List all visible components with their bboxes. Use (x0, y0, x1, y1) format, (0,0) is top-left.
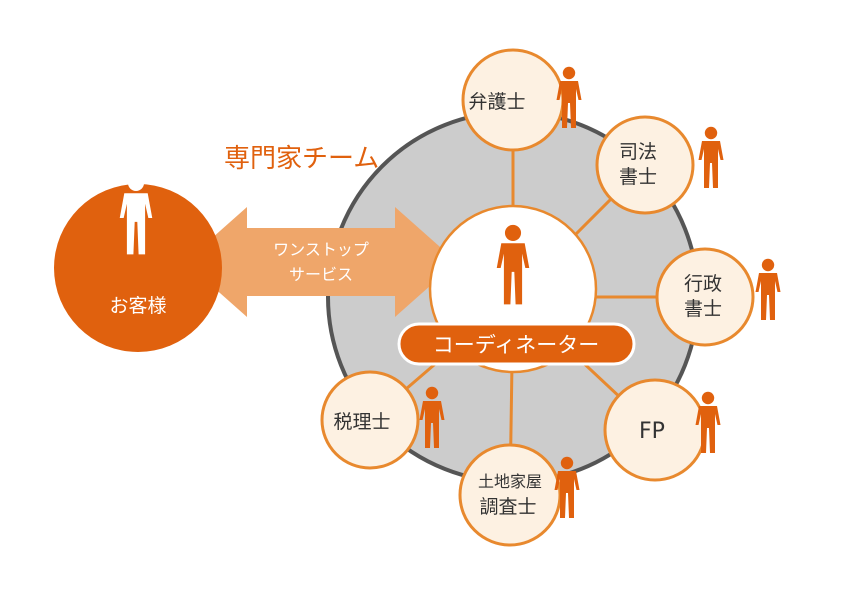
customer-label: お客様 (109, 295, 166, 317)
judicial-scrivener-label-line1: 司法 (619, 141, 657, 163)
judicial-scrivener-label-line2: 書士 (619, 166, 657, 188)
coordinator-label-pill (397, 322, 636, 366)
fp-label: FP (639, 419, 665, 444)
expert-node-lawyer: 弁護士 (461, 48, 582, 152)
lawyer-label: 弁護士 (468, 91, 525, 113)
land-surveyor-label-line1: 土地家屋 (478, 472, 542, 491)
administrative-scrivener-person-icon (755, 258, 781, 320)
expert-node-fp: FP (603, 378, 721, 482)
team-title: 専門家チーム (224, 144, 379, 174)
tax-accountant-label: 税理士 (333, 411, 390, 433)
expert-node-administrative-scrivener: 行政 書士 (655, 247, 781, 347)
service-label-line2: サービス (289, 265, 353, 284)
administrative-scrivener-label-line2: 書士 (684, 298, 722, 320)
land-surveyor-label-line2: 調査士 (479, 496, 536, 518)
coordinator-label: コーディネーター (433, 333, 600, 357)
expert-node-tax-accountant: 税理士 (320, 370, 445, 470)
judicial-scrivener-person-icon (698, 126, 724, 188)
expert-node-judicial-scrivener: 司法 書士 (595, 115, 724, 215)
expert-node-land-surveyor: 土地家屋 調査士 (458, 443, 580, 547)
service-label-line1: ワンストップ (273, 240, 369, 259)
one-stop-service-arrow (185, 207, 457, 317)
administrative-scrivener-label-line1: 行政 (684, 273, 722, 295)
customer-circle (54, 184, 222, 352)
